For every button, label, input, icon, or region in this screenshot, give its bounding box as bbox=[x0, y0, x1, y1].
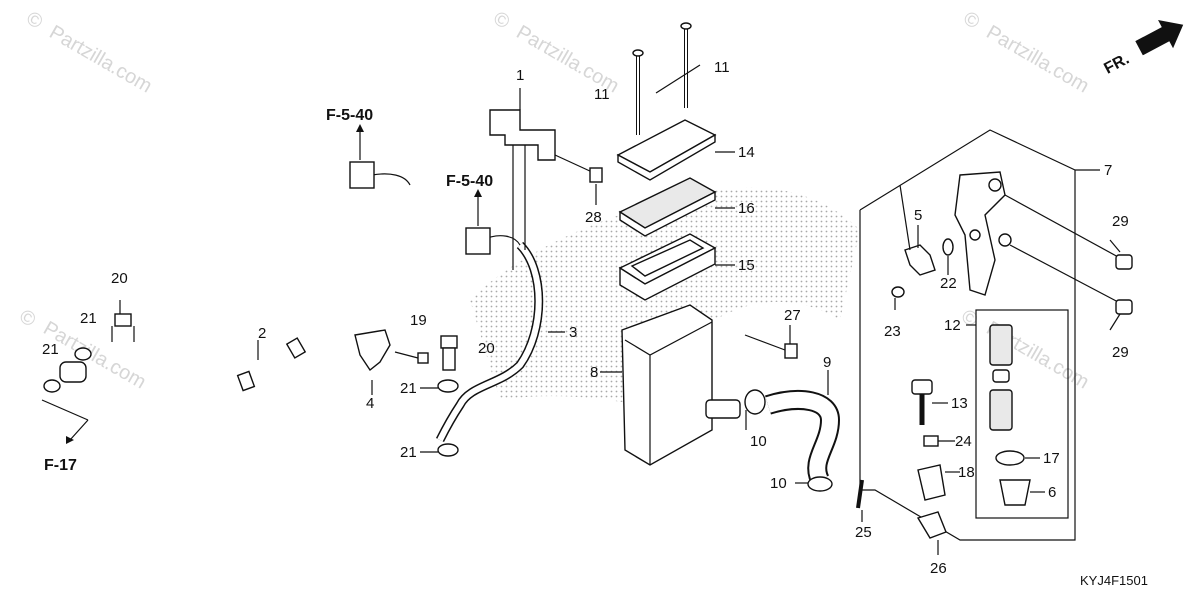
banjo-bolt-20-mid bbox=[440, 335, 458, 371]
watermark-symbol: © bbox=[490, 7, 514, 34]
hose-guide-4 bbox=[354, 329, 391, 372]
screw-11-left bbox=[632, 49, 644, 135]
callout-14: 14 bbox=[738, 144, 755, 161]
hose-clip-10-bottom bbox=[807, 476, 833, 492]
callout-7: 7 bbox=[1104, 162, 1112, 179]
callout-20-mid: 20 bbox=[478, 340, 495, 357]
watermark-symbol: © bbox=[23, 7, 47, 34]
hose-clamp-block bbox=[349, 161, 375, 189]
callout-26: 26 bbox=[930, 560, 947, 577]
reference-f-5-40-right: F-5-40 bbox=[446, 173, 493, 190]
callout-20-left: 20 bbox=[111, 270, 128, 287]
bolt-29-top bbox=[1004, 194, 1133, 270]
callout-24: 24 bbox=[955, 433, 972, 450]
callout-21-upper-left: 21 bbox=[80, 310, 97, 327]
screw-27 bbox=[744, 334, 798, 359]
callout-15: 15 bbox=[738, 257, 755, 274]
callout-9: 9 bbox=[823, 354, 831, 371]
callout-21-mid-upper: 21 bbox=[400, 380, 417, 397]
callout-16: 16 bbox=[738, 200, 755, 217]
reservoir-8 bbox=[621, 304, 741, 466]
diaphragm-15 bbox=[618, 233, 717, 301]
callout-1: 1 bbox=[516, 67, 524, 84]
callout-8: 8 bbox=[590, 364, 598, 381]
callout-10-top: 10 bbox=[750, 433, 767, 450]
master-cylinder-7 bbox=[954, 171, 1012, 296]
bolt-19 bbox=[394, 351, 429, 364]
watermark-text: Partzilla.com bbox=[46, 21, 156, 97]
callout-3: 3 bbox=[569, 324, 577, 341]
callout-28: 28 bbox=[585, 209, 602, 226]
callout-11-right: 11 bbox=[714, 59, 730, 76]
callout-18: 18 bbox=[958, 464, 975, 481]
background-logo-stipple bbox=[470, 187, 860, 420]
callout-21-mid-lower: 21 bbox=[400, 444, 417, 461]
brake-hose-3 bbox=[435, 227, 544, 443]
hose-joint-5 bbox=[899, 184, 936, 276]
reference-f-17: F-17 bbox=[44, 457, 77, 474]
set-plate-16 bbox=[618, 177, 717, 237]
callout-10-bottom: 10 bbox=[770, 475, 787, 492]
watermark-symbol: © bbox=[16, 305, 40, 332]
callout-29-top: 29 bbox=[1112, 213, 1129, 230]
pivot-bolt-13 bbox=[911, 379, 933, 425]
front-arrow-label: FR. bbox=[1101, 50, 1132, 77]
callout-27: 27 bbox=[784, 307, 801, 324]
reference-f-5-40-left: F-5-40 bbox=[326, 107, 373, 124]
diagram-code: KYJ4F1501 bbox=[1080, 573, 1148, 588]
washer-21-mid bbox=[437, 379, 459, 457]
callout-25: 25 bbox=[855, 524, 872, 541]
bracket-1 bbox=[489, 88, 556, 270]
callout-21-lower-left: 21 bbox=[42, 341, 59, 358]
piston-set-outline bbox=[975, 309, 1069, 519]
callout-19: 19 bbox=[410, 312, 427, 329]
watermark-symbol: © bbox=[960, 7, 984, 34]
callout-12: 12 bbox=[944, 317, 961, 334]
pin-25 bbox=[856, 479, 864, 509]
hose-banjo-fitting bbox=[59, 361, 87, 383]
callout-11-left: 11 bbox=[594, 86, 610, 103]
callout-5: 5 bbox=[914, 207, 922, 224]
watermark-symbol: © bbox=[958, 305, 982, 332]
stop-switch-18 bbox=[917, 464, 946, 501]
callout-29-bottom: 29 bbox=[1112, 344, 1129, 361]
callout-22: 22 bbox=[940, 275, 957, 292]
brake-hose-2 bbox=[74, 161, 414, 396]
o-ring-22 bbox=[942, 238, 954, 256]
callout-6: 6 bbox=[1048, 484, 1056, 501]
banjo-bolt-20-left bbox=[111, 300, 135, 342]
washer-21-left bbox=[43, 347, 92, 393]
leader-lines bbox=[41, 64, 1121, 555]
spring-12 bbox=[989, 324, 1013, 431]
cup-6 bbox=[999, 479, 1031, 506]
callout-4: 4 bbox=[366, 395, 374, 412]
bracket-26 bbox=[916, 511, 947, 539]
screw-11-right bbox=[680, 22, 692, 108]
bolt-28 bbox=[554, 154, 603, 205]
callout-17: 17 bbox=[1043, 450, 1060, 467]
callout-23: 23 bbox=[884, 323, 901, 340]
circlip-23 bbox=[891, 286, 905, 298]
watermark-text: Partzilla.com bbox=[983, 21, 1093, 97]
reservoir-cap-14 bbox=[616, 119, 717, 181]
front-arrow: FR. bbox=[1101, 20, 1184, 78]
bolt-29-bottom bbox=[1009, 244, 1133, 315]
hose-clip-10-top bbox=[744, 389, 766, 415]
reservoir-hose-9 bbox=[765, 390, 841, 485]
callout-13: 13 bbox=[951, 395, 968, 412]
boot-17 bbox=[995, 450, 1025, 466]
hose-clamp-block bbox=[465, 227, 491, 255]
nut-24 bbox=[923, 435, 939, 447]
callout-2: 2 bbox=[258, 325, 266, 342]
